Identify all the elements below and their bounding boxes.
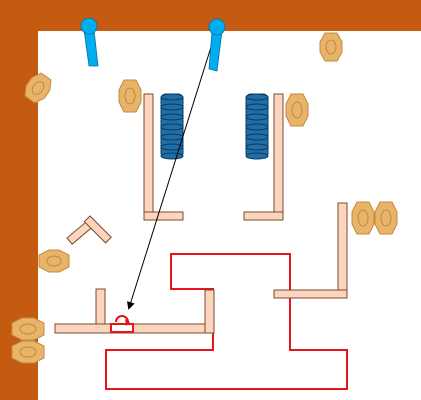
wood-logs <box>11 32 398 364</box>
barrel-stack-icon <box>245 93 269 160</box>
plank-left-foot[interactable] <box>143 211 184 221</box>
plank-right-foot[interactable] <box>243 211 284 221</box>
wood-log-icon[interactable] <box>11 340 45 364</box>
plank-far-right-vertical[interactable] <box>337 202 348 299</box>
pivot-pin-icon <box>80 17 99 67</box>
pin-right[interactable] <box>208 18 226 72</box>
barrel-stack-left[interactable] <box>160 93 184 160</box>
rotate-arrow-icon <box>115 315 130 326</box>
target-box[interactable] <box>110 315 134 333</box>
wood-log-icon[interactable] <box>374 201 398 235</box>
rope-line <box>126 27 218 310</box>
plank-far-right-foot[interactable] <box>273 289 348 299</box>
barrel-stack-icon <box>160 93 184 160</box>
pivot-pin-icon <box>208 18 226 72</box>
plank-left-vertical[interactable] <box>143 93 154 221</box>
barrel-stack-right[interactable] <box>245 93 269 160</box>
wood-log-icon[interactable] <box>319 32 343 62</box>
plank-bottom-horizontal[interactable] <box>54 323 215 334</box>
goal-zone-outline <box>105 253 348 390</box>
wood-log-icon[interactable] <box>285 93 309 127</box>
plank-bottom-left-post[interactable] <box>95 288 106 325</box>
planks <box>54 93 348 334</box>
wood-log-icon[interactable] <box>21 70 55 106</box>
plank-right-vertical[interactable] <box>273 93 284 221</box>
wood-log-icon[interactable] <box>118 79 142 113</box>
wood-log-icon[interactable] <box>11 317 45 341</box>
plank-chevron-right[interactable] <box>83 215 112 244</box>
pin-left[interactable] <box>80 17 99 67</box>
plank-bottom-right-post[interactable] <box>204 289 215 334</box>
target-box-icon <box>110 323 134 333</box>
wood-log-icon[interactable] <box>351 201 375 235</box>
wood-log-icon[interactable] <box>38 249 70 273</box>
